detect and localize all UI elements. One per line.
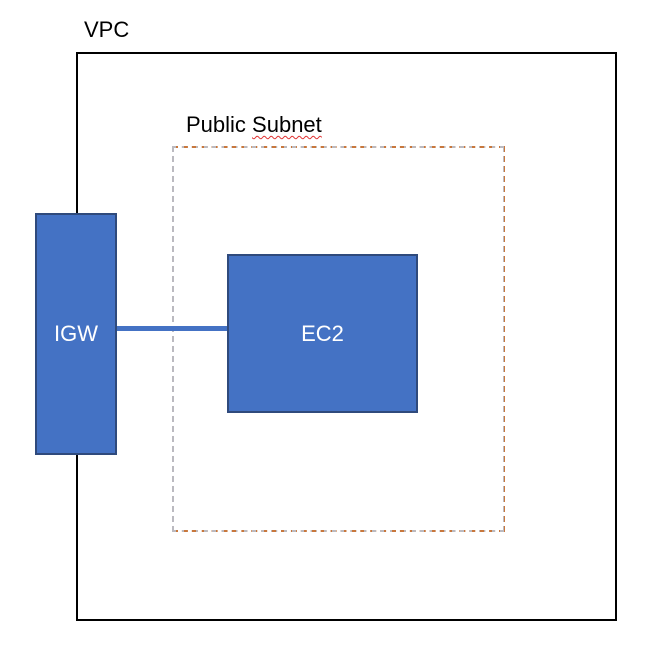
vpc-label[interactable]: VPC — [84, 17, 130, 42]
node-igw[interactable]: IGW — [35, 213, 117, 455]
node-ec2[interactable]: EC2 — [227, 254, 418, 413]
node-ec2-label: EC2 — [301, 320, 344, 346]
node-igw-label: IGW — [54, 321, 98, 346]
public-subnet-label-prefix: Public — [186, 112, 253, 137]
public-subnet-container[interactable] — [172, 146, 505, 532]
public-subnet-label-misspelled-word: Subnet — [252, 112, 322, 137]
connector-igw-to-ec2[interactable] — [116, 326, 228, 331]
public-subnet-label[interactable]: Public Subnet — [186, 111, 322, 139]
